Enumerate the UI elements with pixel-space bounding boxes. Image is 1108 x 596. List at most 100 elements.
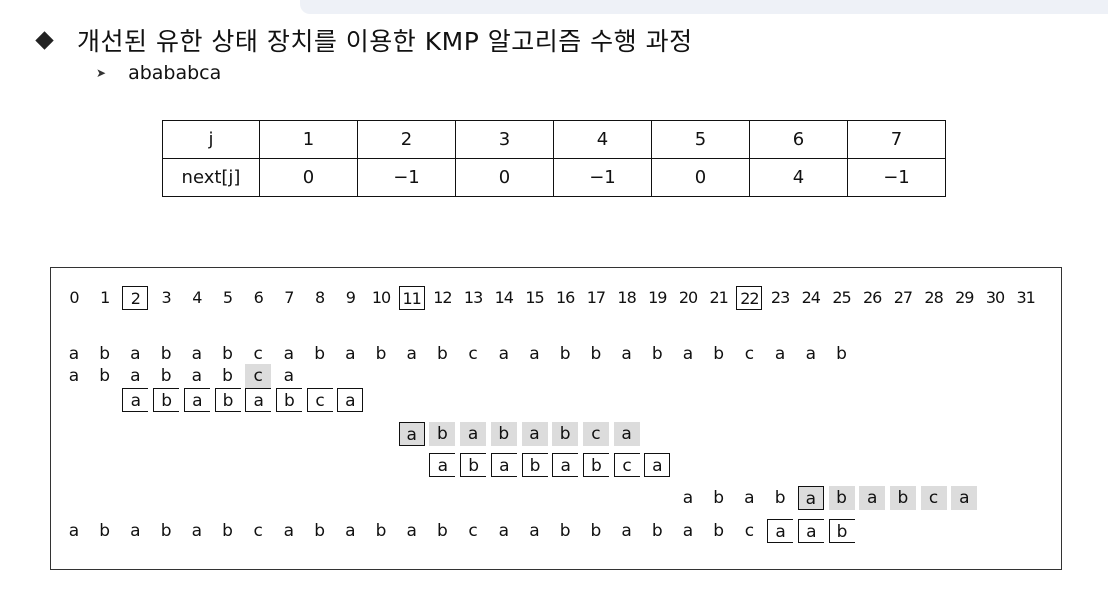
result-char: a	[797, 519, 824, 543]
text-char: b	[160, 344, 172, 364]
position-index: 9	[345, 288, 356, 307]
pattern-char: a	[130, 366, 141, 386]
pattern-subtitle: abababca	[128, 62, 222, 84]
text-char: a	[498, 344, 509, 364]
result-char: b	[828, 519, 855, 543]
position-index: 29	[955, 288, 974, 307]
result-char: b	[713, 521, 725, 541]
pattern-char: b	[429, 422, 456, 446]
pattern-char: b	[460, 453, 487, 477]
pattern-char: a	[460, 422, 487, 446]
pattern-char: b	[490, 422, 517, 446]
position-index: 18	[617, 288, 636, 307]
position-index: 4	[192, 288, 202, 307]
next-table-cell: 3	[455, 120, 554, 159]
result-char: c	[468, 521, 478, 541]
pattern-char: a	[521, 422, 548, 446]
pattern-char: b	[774, 488, 786, 508]
next-table-cell: −1	[357, 158, 456, 197]
pattern-char: a	[398, 422, 425, 446]
result-char: a	[621, 521, 632, 541]
pattern-char: a	[429, 453, 456, 477]
position-index: 23	[770, 288, 790, 307]
position-index: 10	[371, 288, 391, 307]
pattern-char: a	[552, 453, 579, 477]
subtitle-row: ➤ abababca	[96, 58, 221, 88]
next-table: j 1 2 3 4 5 6 7 next[j] 0 −1 0 −1 0 4 −1	[162, 120, 946, 197]
result-char: b	[160, 521, 172, 541]
next-table-cell: 4	[553, 120, 652, 159]
pattern-char: b	[160, 366, 172, 386]
position-index: 11	[398, 286, 425, 310]
text-char: c	[253, 344, 263, 364]
position-index: 2	[122, 286, 149, 310]
text-char: b	[436, 344, 448, 364]
result-char: a	[68, 521, 80, 541]
result-char: a	[130, 521, 141, 541]
pattern-char: b	[153, 388, 180, 412]
text-char: b	[375, 344, 387, 364]
position-index: 8	[315, 288, 325, 307]
pattern-char: a	[183, 388, 210, 412]
position-index: 5	[222, 288, 233, 307]
text-char: b	[651, 344, 663, 364]
result-char: a	[283, 521, 295, 541]
text-char: c	[468, 344, 478, 364]
result-char: b	[436, 521, 448, 541]
result-char: c	[744, 521, 755, 541]
result-char: b	[590, 521, 602, 541]
result-char: b	[222, 521, 233, 541]
text-char: b	[590, 344, 602, 364]
pattern-char: c	[920, 486, 947, 510]
position-index: 3	[161, 288, 172, 307]
pattern-char: b	[889, 486, 916, 510]
title-row: 개선된 유한 상태 장치를 이용한 KMP 알고리즘 수행 과정	[34, 23, 693, 57]
text-char: b	[99, 344, 111, 364]
next-table-row-j: j 1 2 3 4 5 6 7	[162, 120, 946, 159]
pattern-char: a	[490, 453, 517, 477]
pattern-char: c	[306, 388, 333, 412]
text-char: b	[836, 344, 847, 364]
text-char: a	[406, 344, 417, 364]
text-char: b	[314, 344, 325, 364]
result-char: b	[375, 521, 387, 541]
pattern-char: b	[521, 453, 548, 477]
text-char: b	[559, 344, 571, 364]
position-index: 24	[801, 288, 821, 307]
next-table-cell: −1	[847, 158, 946, 197]
result-char: a	[191, 521, 202, 541]
position-index: 1	[100, 288, 110, 307]
next-table-cell: 6	[749, 120, 848, 159]
position-index: 21	[709, 288, 729, 307]
result-char: a	[767, 519, 794, 543]
position-index: 28	[924, 288, 943, 307]
pattern-char: b	[552, 422, 579, 446]
result-char: b	[314, 521, 325, 541]
next-table-cell: 0	[651, 158, 750, 197]
next-table-cell: 5	[651, 120, 750, 159]
pattern-char: b	[222, 366, 233, 386]
next-table-cell: −1	[553, 158, 652, 197]
result-char: a	[406, 521, 417, 541]
slide-title: 개선된 유한 상태 장치를 이용한 KMP 알고리즘 수행 과정	[77, 27, 693, 56]
next-table-cell: 0	[455, 158, 554, 197]
result-char: b	[559, 521, 571, 541]
position-index: 17	[586, 288, 606, 307]
text-char: c	[744, 344, 755, 364]
pattern-char: a	[245, 388, 272, 412]
text-char: a	[191, 344, 202, 364]
pattern-char: a	[283, 366, 295, 386]
result-char: b	[651, 521, 663, 541]
text-char: a	[621, 344, 632, 364]
pattern-char: a	[682, 488, 694, 508]
pattern-char: a	[951, 486, 978, 510]
next-table-cell: 0	[259, 158, 358, 197]
top-decoration-bar	[300, 0, 1108, 14]
position-index: 25	[832, 288, 851, 307]
position-index: 15	[525, 288, 544, 307]
pattern-char: a	[744, 488, 755, 508]
next-table-cell: 7	[847, 120, 946, 159]
text-char: b	[222, 344, 233, 364]
pattern-char: a	[797, 486, 824, 510]
